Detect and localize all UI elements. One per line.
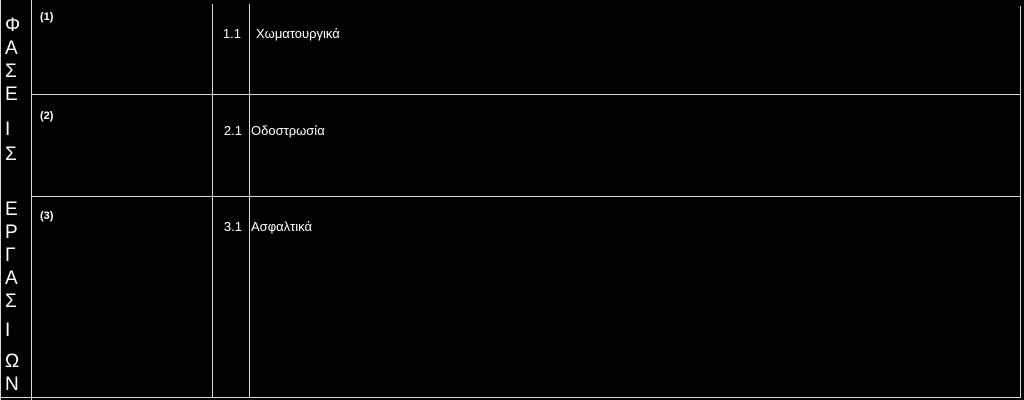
subphase-label: Οδοστρωσία — [251, 123, 325, 138]
vertical-title-letter: Ε — [5, 199, 18, 220]
vertical-title-letter: Ε — [5, 84, 18, 105]
vertical-title-letter: Ι — [5, 119, 11, 140]
subphase-label: Χωματουργικά — [256, 26, 340, 41]
table-border-bottom — [0, 397, 1021, 398]
phase-number: (3) — [40, 210, 54, 222]
column-divider-phase — [212, 4, 213, 398]
subphase-label: Ασφαλτικά — [251, 219, 313, 234]
vertical-title-letter: Α — [5, 268, 18, 289]
vertical-title-letter: Α — [5, 38, 18, 59]
vertical-title-letter: Ι — [5, 320, 11, 341]
table-border-right — [1020, 6, 1021, 398]
table-border-left — [0, 0, 1, 400]
phase-number: (2) — [40, 110, 54, 122]
vertical-title-letter: Ν — [5, 374, 19, 395]
row-divider-1 — [31, 94, 1021, 95]
column-divider-subnum — [249, 4, 250, 398]
vertical-title-letter: Γ — [5, 245, 16, 266]
vertical-title-letter: Ω — [5, 351, 20, 372]
vertical-title-letter: Φ — [5, 15, 21, 36]
vertical-title-letter: Σ — [5, 291, 17, 312]
vertical-title-letter: Σ — [5, 61, 17, 82]
subphase-number: 1.1 — [222, 26, 241, 41]
subphase-number: 3.1 — [223, 219, 242, 234]
vertical-title-letter: Σ — [5, 144, 17, 165]
phase-number: (1) — [40, 11, 54, 23]
vertical-title: Φ Α Σ Ε Ι Σ Ε Ρ Γ Α Σ Ι Ω Ν — [3, 6, 29, 398]
vertical-title-letter: Ρ — [5, 222, 18, 243]
column-divider-title — [31, 0, 32, 400]
row-divider-2 — [31, 196, 1021, 197]
subphase-number: 2.1 — [223, 123, 242, 138]
